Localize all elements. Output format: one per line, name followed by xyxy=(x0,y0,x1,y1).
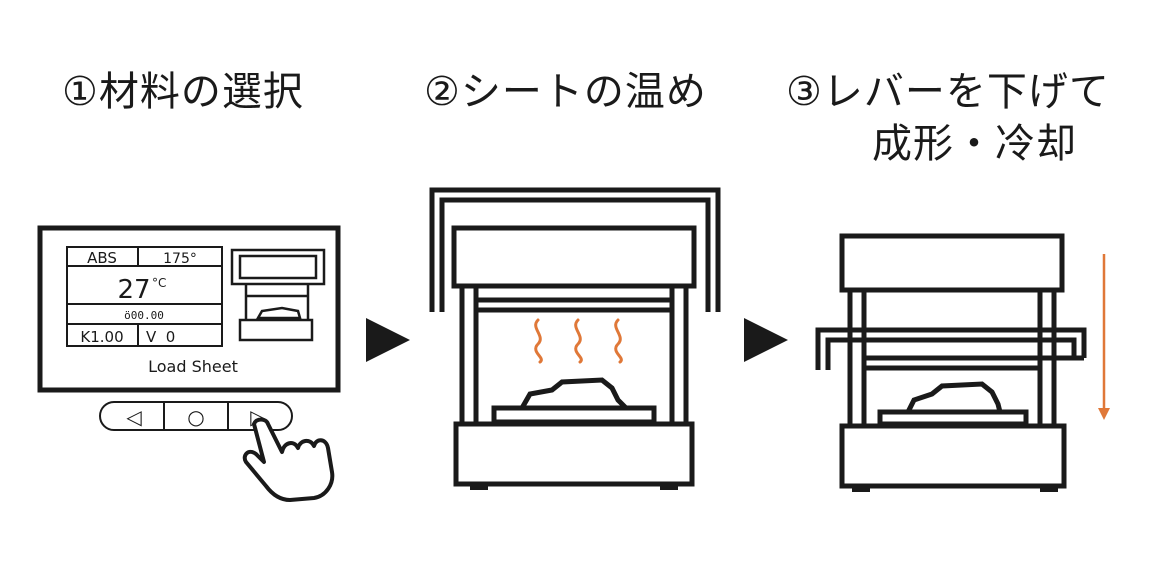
temp-unit: °C xyxy=(152,276,166,290)
pointing-hand-icon xyxy=(242,417,335,502)
material-label: ABS xyxy=(87,249,117,267)
control-panel: ABS 175° 27 °C ö00.00 K1.00 V 0 Load She… xyxy=(37,225,341,393)
arrow-down-icon xyxy=(1098,254,1110,420)
center-button[interactable]: ○ xyxy=(187,405,204,429)
machine-forming xyxy=(815,233,1087,492)
k-value: K1.00 xyxy=(80,328,123,346)
v-value: V 0 xyxy=(146,328,175,346)
arrow-right-1 xyxy=(366,318,410,362)
step-3-title-line2: 成形・冷却 xyxy=(872,121,1077,167)
current-temp-value: 27 xyxy=(117,275,150,305)
left-button[interactable]: ◁ xyxy=(125,405,142,429)
set-temp-label: 175° xyxy=(163,251,197,267)
timer-readout: ö00.00 xyxy=(124,309,164,322)
step-3-title-line1: ③レバーを下げて xyxy=(786,69,1110,115)
step-1-title: ①材料の選択 xyxy=(62,69,304,115)
machine-heating xyxy=(429,187,721,490)
machine-mini-icon xyxy=(230,248,326,342)
status-text: Load Sheet xyxy=(148,357,238,376)
step-2-title: ②シートの温め xyxy=(424,69,707,115)
lcd-table xyxy=(66,246,223,347)
heat-waves-icon xyxy=(534,318,623,364)
arrow-right-2 xyxy=(744,318,788,362)
